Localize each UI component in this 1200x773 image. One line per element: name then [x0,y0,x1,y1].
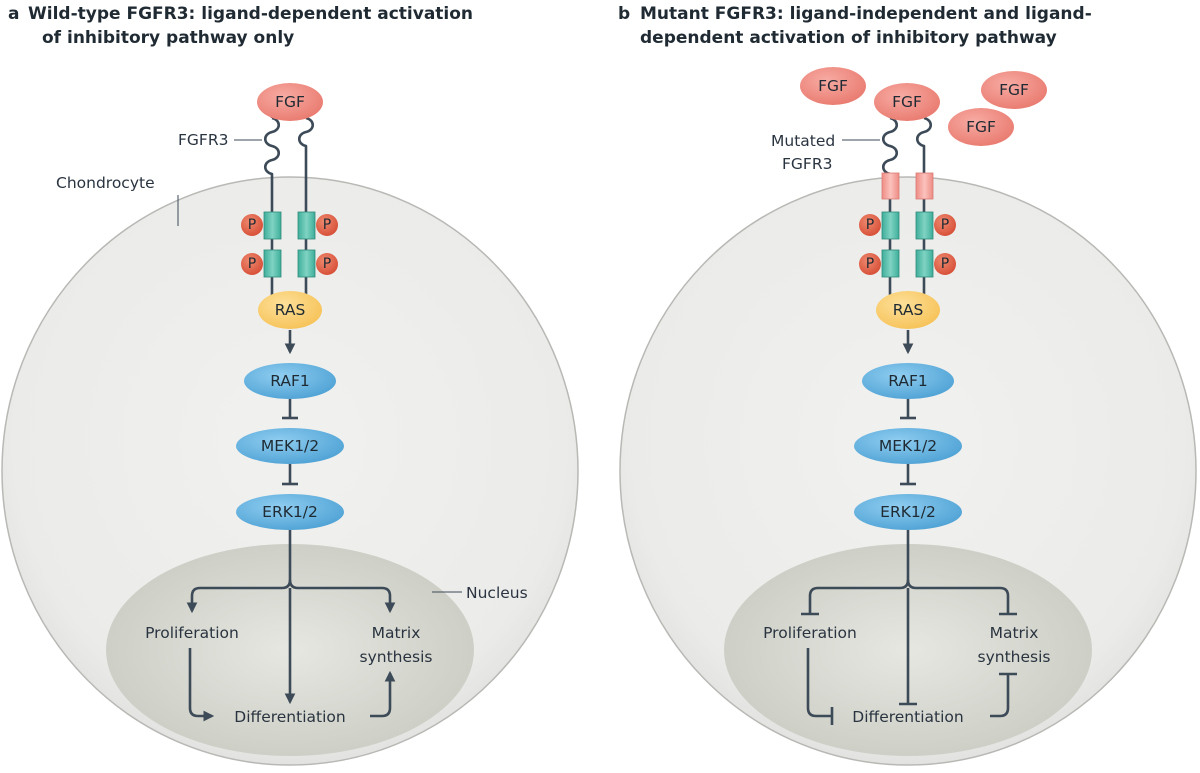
phospho-group [859,214,881,236]
phospho-label: P [866,217,874,233]
phospho-group [934,253,956,275]
proliferation-inhibits-differentiation [806,648,832,718]
raf1-label: RAF1 [270,372,310,390]
fgf-ligand-label: FGF [999,81,1029,99]
kinase-domain [915,211,934,240]
receptor-right-coil [297,116,315,152]
panel-a: a Wild-type FGFR3: ligand-dependent acti… [1,4,579,766]
mek-label: MEK1/2 [879,437,937,455]
phospho-group [934,214,956,236]
panel-b-title-line2: dependent activation of inhibitory pathw… [640,28,1057,48]
fgf-ligand-label: FGF [966,118,996,136]
differentiation-label: Differentiation [234,708,345,726]
kinase-domain [263,249,282,278]
mek-label: MEK1/2 [261,437,319,455]
receptor-left-coil [263,116,281,180]
receptor-right-coil [915,116,933,152]
fgfr3-label: FGFR3 [178,131,228,149]
fgf-ligand [981,71,1047,109]
panel-b: b Mutant FGFR3: ligand-independent and l… [618,4,1197,766]
differentiation-to-matrix [370,670,396,718]
phospho-label: P [248,217,256,233]
kinase-domain [297,249,316,278]
erk-label: ERK1/2 [880,503,936,521]
mek-node [236,428,344,464]
panel-a-letter: a [8,4,19,24]
phospho-label: P [941,217,949,233]
ras-label: RAS [275,301,306,319]
kinase-domain [915,249,934,278]
fgf-ligand [874,83,940,121]
mutant-transmembrane-domain [915,172,934,200]
erk-label: ERK1/2 [262,503,318,521]
ras-node [876,291,940,329]
phospho-group [241,214,263,236]
fgf-ligand [948,108,1014,146]
matrix-label-line2: synthesis [978,648,1051,666]
matrix-label-line2: synthesis [360,648,433,666]
erk-node [854,494,962,530]
ras-node [258,291,322,329]
proliferation-label: Proliferation [145,624,239,642]
raf1-node [244,363,336,399]
differentiation-label: Differentiation [852,708,963,726]
phospho-label: P [866,256,874,272]
fgf-ligand [800,67,866,105]
panel-a-title-line2: of inhibitory pathway only [42,28,294,48]
panel-b-letter: b [618,4,630,24]
phospho-group [316,214,338,236]
mutant-transmembrane-domain [881,172,900,200]
phospho-label: P [323,217,331,233]
phospho-group [241,253,263,275]
erk-node [236,494,344,530]
phospho-group [859,253,881,275]
fgf-ligand-label: FGF [892,93,922,111]
nucleus-label: Nucleus [466,584,528,602]
phospho-label: P [941,256,949,272]
raf1-node [862,363,954,399]
kinase-domain [297,211,316,240]
kinase-domain [881,249,900,278]
fgf-ligand-label: FGF [275,93,305,111]
phospho-label: P [323,256,331,272]
receptor-left-coil [881,116,899,180]
phospho-label: P [248,256,256,272]
panel-b-title-line1: Mutant FGFR3: ligand-independent and lig… [640,4,1092,24]
phospho-group [316,253,338,275]
erk-to-matrix [288,579,396,614]
differentiation-inhibits-matrix [990,674,1010,718]
mutated-fgfr3-label-line2: FGFR3 [782,155,832,173]
fgf-ligand-label: FGF [818,77,848,95]
erk-inhibits-matrix [906,579,1010,614]
raf1-label: RAF1 [888,372,928,390]
proliferation-label: Proliferation [763,624,857,642]
ras-label: RAS [893,301,924,319]
proliferation-to-differentiation [188,648,215,722]
fgf-ligand [257,83,323,121]
kinase-domain [263,211,282,240]
matrix-label-line1: Matrix [372,624,421,642]
chondrocyte-label: Chondrocyte [56,174,155,192]
panel-a-title-line1: Wild-type FGFR3: ligand-dependent activa… [28,4,473,24]
kinase-domain [881,211,900,240]
mutated-fgfr3-label-line1: Mutated [771,132,835,150]
mek-node [854,428,962,464]
matrix-label-line1: Matrix [990,624,1039,642]
